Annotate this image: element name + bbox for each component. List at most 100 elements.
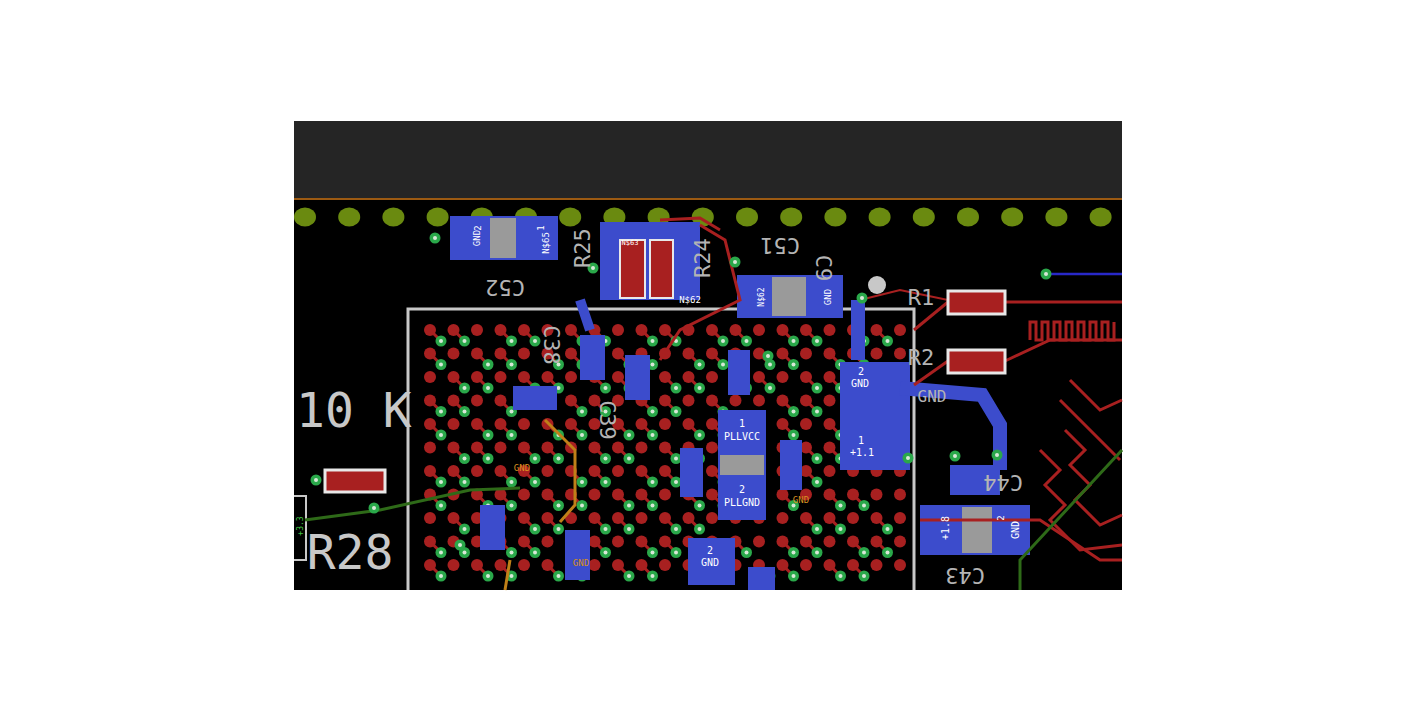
bga-grid (530, 524, 541, 535)
header-pads (294, 208, 1112, 227)
bga-grid (792, 433, 796, 437)
bga-grid (530, 547, 541, 558)
net-label: N$63 (622, 240, 639, 247)
bga-grid (882, 524, 893, 535)
bga-grid (577, 406, 588, 417)
bga-grid (894, 559, 906, 571)
vias (1044, 272, 1048, 276)
header-pads (294, 208, 316, 227)
pad-label: +1.1 (850, 448, 874, 458)
bga-grid (674, 480, 678, 484)
bga-grid (765, 383, 776, 394)
bga-grid (577, 430, 588, 441)
header-pads (338, 208, 360, 227)
bga-grid (533, 527, 537, 531)
bga-grid (800, 418, 812, 430)
vias (857, 293, 868, 304)
bga-grid (439, 574, 443, 578)
bga-grid (815, 339, 819, 343)
bottom-copper (718, 410, 766, 520)
bga-grid (815, 386, 819, 390)
other-traces (1046, 273, 1122, 276)
bga-grid (894, 489, 906, 501)
bottom-copper (450, 216, 558, 260)
bga-grid (792, 363, 796, 367)
bga-grid (542, 465, 554, 477)
bga-grid (862, 574, 866, 578)
bga-grid (847, 512, 859, 524)
silk-value: 10 K (296, 386, 412, 434)
bga-grid (506, 336, 517, 347)
bga-grid (839, 527, 843, 531)
net-label: +3.3 (297, 516, 305, 535)
bottom-copper (840, 362, 910, 470)
bga-grid (671, 406, 682, 417)
bga-grid (436, 406, 447, 417)
bottom-copper (680, 448, 703, 497)
bga-grid (577, 500, 588, 511)
bga-grid (557, 386, 561, 390)
bga-grid (647, 571, 658, 582)
bga-grid (424, 442, 436, 454)
bga-grid (788, 359, 799, 370)
bga-grid (753, 395, 765, 407)
net-label: GND (793, 496, 809, 505)
bottom-copper (748, 567, 775, 590)
pad-number: 2 (739, 485, 745, 495)
top-copper (660, 218, 720, 230)
bottom-copper (737, 275, 843, 318)
bga-grid (510, 433, 514, 437)
pads-outlined (948, 350, 1005, 373)
bga-grid (824, 465, 836, 477)
bga-grid (459, 383, 470, 394)
vias (860, 296, 864, 300)
part-name: C43 (945, 564, 985, 586)
bga-grid (886, 551, 890, 555)
bga-grid (788, 336, 799, 347)
vias (311, 233, 1052, 551)
bga-grid (824, 395, 836, 407)
bga-grid (651, 363, 655, 367)
bga-grid (624, 453, 635, 464)
net-label: N$62 (679, 296, 701, 305)
bga-grid (788, 547, 799, 558)
bga-grid (651, 339, 655, 343)
other-traces (1020, 450, 1122, 590)
bga-grid (647, 336, 658, 347)
top-copper (1005, 301, 1122, 304)
vias (953, 454, 957, 458)
bottom-copper (600, 222, 700, 300)
bga-grid (671, 453, 682, 464)
vias (763, 351, 774, 362)
bga-grid (533, 480, 537, 484)
bga-grid (483, 453, 494, 464)
bga-grid (580, 410, 584, 414)
bga-grid (659, 489, 671, 501)
bga-grid (651, 480, 655, 484)
bga-grid (674, 551, 678, 555)
vias (906, 456, 910, 460)
bga-grid (604, 480, 608, 484)
bga-grid (436, 547, 447, 558)
bga-grid (510, 410, 514, 414)
bga-grid (694, 524, 705, 535)
part-bodies (490, 218, 992, 553)
bga-grid (580, 480, 584, 484)
bga-grid (439, 410, 443, 414)
bga-grid (886, 339, 890, 343)
bga-grid (741, 547, 752, 558)
bga-grid (439, 504, 443, 508)
bga-grid (612, 324, 624, 336)
bga-grid (510, 551, 514, 555)
vias (730, 257, 741, 268)
bga-grid (824, 536, 836, 548)
bga-grid (486, 433, 490, 437)
bga-grid (706, 371, 718, 383)
bga-grid (518, 418, 530, 430)
bga-grid (674, 386, 678, 390)
bga-grid (627, 504, 631, 508)
bga-grid (788, 571, 799, 582)
bga-grid (636, 512, 648, 524)
bga-grid (463, 386, 467, 390)
